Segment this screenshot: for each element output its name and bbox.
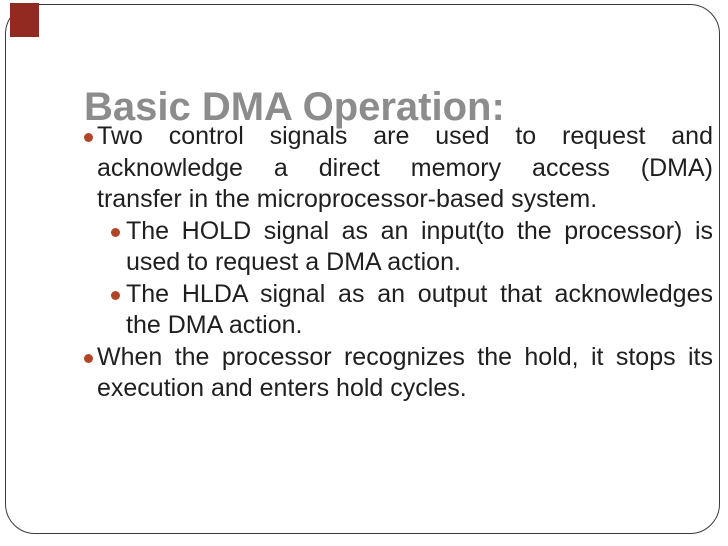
- bullet-icon: [111, 290, 120, 300]
- page-title: Basic DMA Operation:: [84, 84, 505, 129]
- bullet-icon: [84, 133, 93, 142]
- bullet-item: Two control signals are used to request …: [84, 121, 713, 216]
- bullet-list: Two control signals are used to request …: [84, 121, 713, 405]
- bullet-line: acknowledge a direct memory access (DMA): [97, 153, 713, 182]
- bullet-line: When the processor recognizes the hold, …: [97, 342, 713, 371]
- bullet-item: When the processor recognizes the hold, …: [84, 342, 713, 405]
- bullet-icon: [84, 353, 93, 363]
- slide-frame-border: [5, 4, 720, 534]
- bullet-line: Two control signals are used to request …: [97, 122, 713, 150]
- bullet-line: transfer in the microprocessor-based sys…: [97, 185, 598, 213]
- bullet-line: used to request a DMA action.: [126, 248, 461, 276]
- bullet-item: The HOLD signal as an input(to the proce…: [84, 216, 713, 279]
- bullet-item: The HLDA signal as an output that acknow…: [84, 279, 713, 342]
- bullet-line: the DMA action.: [126, 311, 303, 339]
- corner-accent-square: [10, 3, 39, 37]
- bullet-icon: [111, 227, 120, 237]
- bullet-line: The HOLD signal as an input(to the proce…: [126, 216, 713, 245]
- bullet-line: execution and enters hold cycles.: [97, 374, 467, 402]
- bullet-line: The HLDA signal as an output that acknow…: [126, 279, 713, 308]
